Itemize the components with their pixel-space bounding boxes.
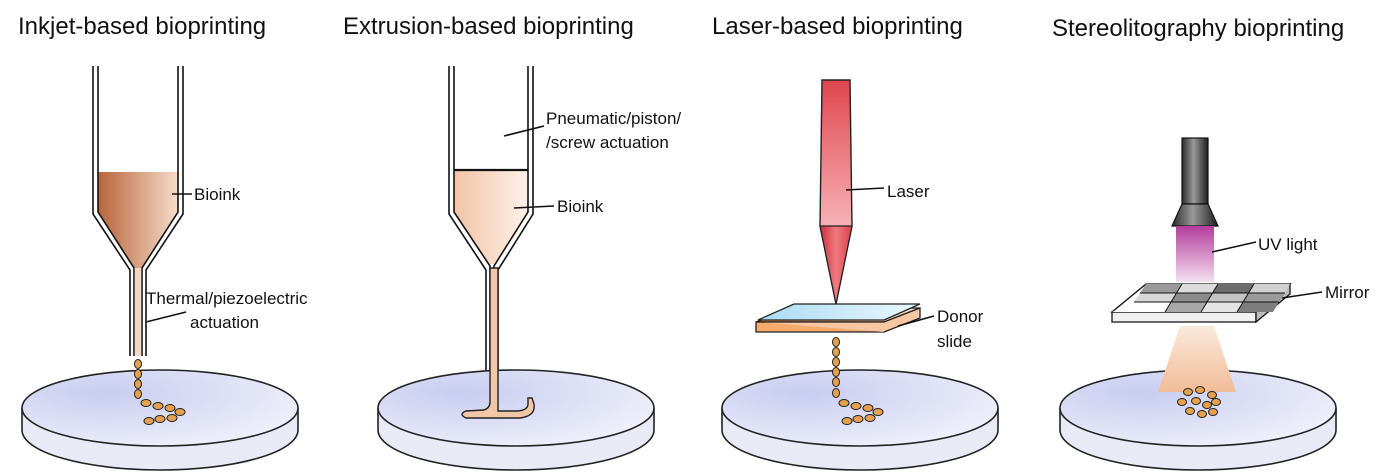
- label-pneumatic-line1: Pneumatic/piston/: [546, 109, 681, 128]
- stereolitography-panel: UV light Mirror: [1059, 137, 1370, 471]
- petri-dish-extrusion: [377, 369, 655, 471]
- donor-slide: [755, 303, 921, 333]
- label-uv-light: UV light: [1258, 235, 1318, 254]
- label-mirror: Mirror: [1325, 283, 1370, 302]
- extrusion-panel: Pneumatic/piston/ /screw actuation Bioin…: [377, 66, 681, 471]
- bioink-fill-extrusion: [454, 170, 528, 264]
- laser-panel: Laser Donor slide: [721, 79, 999, 471]
- extruded-filament: [461, 267, 535, 419]
- mirror-array: [1110, 282, 1292, 324]
- label-bioink-inkjet: Bioink: [194, 185, 241, 204]
- petri-dish-inkjet: [21, 369, 299, 471]
- cells-sla: [1177, 386, 1221, 418]
- droplets-inkjet: [134, 359, 186, 425]
- reflected-beam: [1158, 326, 1236, 392]
- label-donor-line2: slide: [937, 332, 972, 351]
- panel-title-laser: Laser-based bioprinting: [712, 13, 963, 40]
- label-donor-line1: Donor: [937, 307, 984, 326]
- panel-title-inkjet: Inkjet-based bioprinting: [18, 13, 266, 40]
- panel-title-extrusion: Extrusion-based bioprinting: [343, 13, 634, 40]
- bioink-fill: [98, 172, 178, 268]
- uv-lamp: [1171, 137, 1219, 227]
- label-laser: Laser: [887, 182, 930, 201]
- droplets-laser: [832, 337, 884, 425]
- panel-title-stereolitography: Stereolitography bioprinting: [1052, 15, 1344, 42]
- label-thermal-line2: actuation: [190, 313, 259, 332]
- inkjet-panel: Bioink Thermal/piezoelectric actuation: [21, 66, 308, 471]
- label-pneumatic-line2: /screw actuation: [546, 133, 669, 152]
- petri-dish-sla: [1059, 369, 1337, 471]
- uv-light-beam: [1176, 226, 1214, 282]
- label-bioink-extrusion: Bioink: [557, 197, 604, 216]
- label-thermal-line1: Thermal/piezoelectric: [146, 289, 308, 308]
